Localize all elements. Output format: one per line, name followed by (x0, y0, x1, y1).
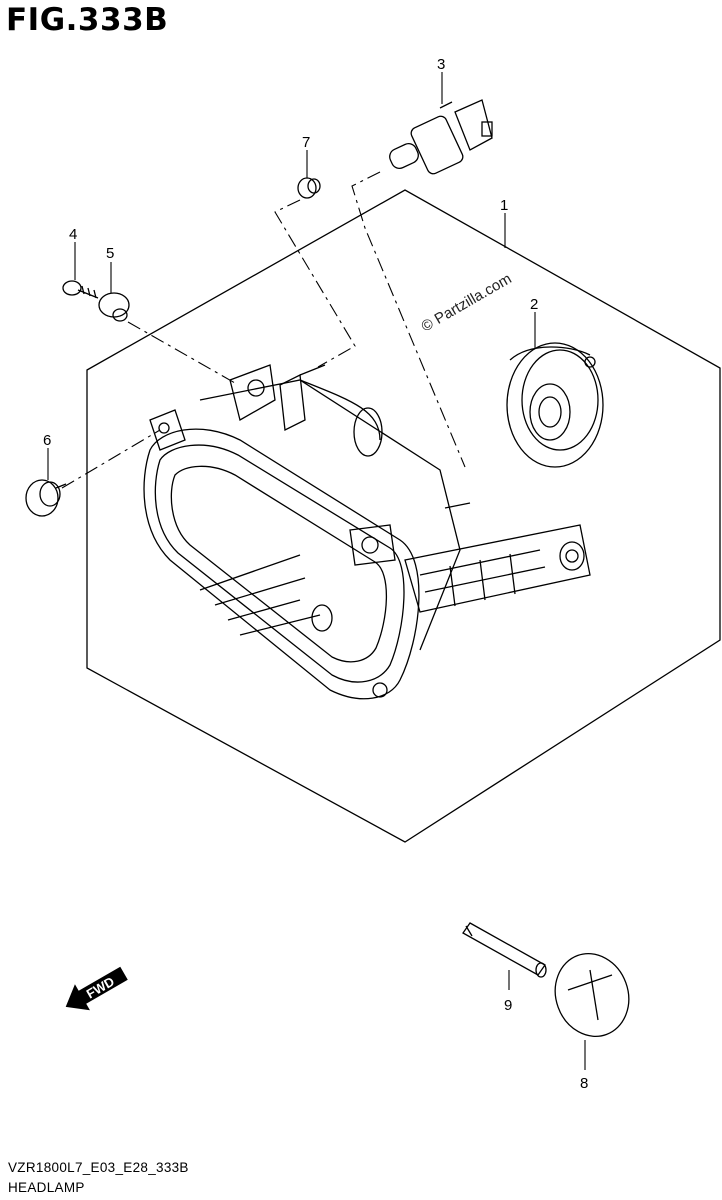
diagram-code: VZR1800L7_E03_E28_333B (8, 1160, 189, 1175)
callout-3: 3 (437, 56, 445, 73)
diagram-name: HEADLAMP (8, 1180, 85, 1195)
assembly-outline (86, 189, 721, 843)
callout-5: 5 (106, 245, 114, 262)
leader-lines (47, 72, 586, 1070)
adjust-bolt-9 (462, 922, 547, 978)
dash-lines (61, 171, 466, 489)
figure-title: FIG.333B (6, 2, 169, 38)
callout-labels: 1 2 3 4 5 6 7 8 9 (43, 56, 588, 1092)
callout-7: 7 (302, 134, 310, 151)
headlamp-unit (143, 364, 591, 700)
callout-6: 6 (43, 432, 51, 449)
callout-8: 8 (580, 1075, 588, 1092)
fwd-arrow-icon: FWD (65, 966, 128, 1011)
callout-1: 1 (500, 197, 508, 214)
callout-9: 9 (504, 997, 512, 1014)
bulb-socket-cap (506, 342, 604, 468)
grommet-7 (297, 177, 321, 199)
callout-2: 2 (530, 296, 538, 313)
grommet-5 (98, 292, 130, 322)
callout-4: 4 (69, 226, 77, 243)
screw-bolt (62, 280, 99, 299)
cap-8 (554, 953, 630, 1037)
watermark: © Partzilla.com (419, 270, 515, 335)
headlight-bulb (389, 99, 493, 175)
grommet-6 (25, 479, 67, 517)
